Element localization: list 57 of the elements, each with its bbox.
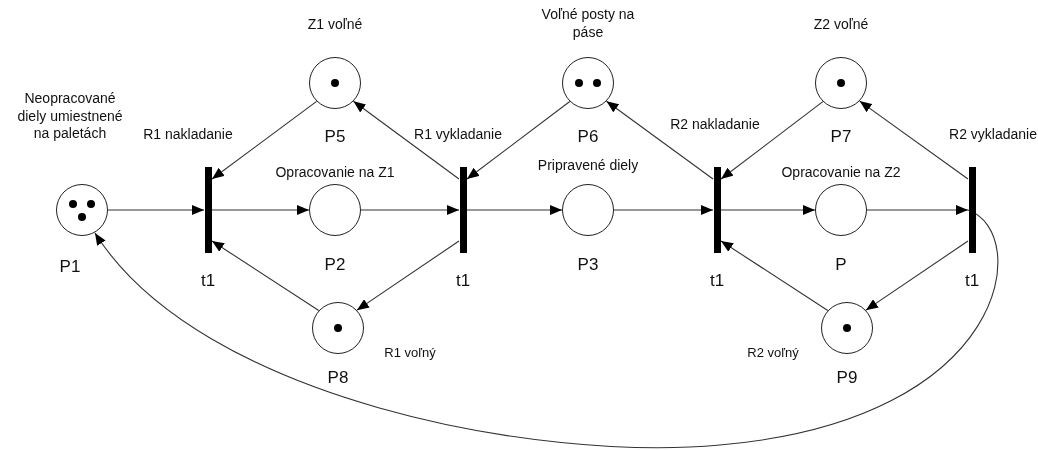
arrow (360, 205, 460, 215)
arrow (720, 101, 824, 180)
node-name: P1 (58, 256, 82, 278)
node-name: P7 (829, 126, 853, 148)
node-name: t1 (454, 270, 472, 292)
node-name: P8 (326, 367, 350, 389)
place-circle (309, 184, 361, 236)
arrow (211, 205, 310, 215)
node-name: P9 (835, 367, 859, 389)
transition-bar (204, 167, 212, 253)
node-name: t1 (199, 270, 217, 292)
arrow (720, 240, 829, 312)
place-circle (562, 184, 614, 236)
place-description: R1 voľný (383, 345, 437, 362)
place-description: Opracovanie na Z1 (274, 164, 396, 182)
place-description: Z1 voľné (306, 16, 364, 34)
node-name: P3 (576, 254, 600, 276)
transition-bar (968, 167, 976, 253)
arrow (466, 101, 571, 180)
arrow (606, 100, 714, 180)
place-description: Opracovanie na Z2 (780, 164, 902, 182)
arrow (466, 205, 563, 215)
place-circle (821, 302, 873, 354)
place-description: Voľné posty na páse (540, 6, 636, 41)
arrow (613, 205, 714, 215)
node-name: P (834, 254, 848, 276)
place-description: Pripravené diely (536, 157, 640, 175)
arrow (866, 205, 969, 215)
place-description: R1 vykladanie (413, 126, 503, 144)
node-name: t1 (963, 270, 981, 292)
place-description: Neopracované diely umiestnené na paletách (16, 90, 124, 143)
node-name: P6 (576, 126, 600, 148)
place-description: Z2 voľné (812, 16, 870, 34)
transition-bar (459, 167, 467, 253)
arrow (859, 100, 969, 180)
place-circle (562, 57, 614, 109)
node-name: P5 (323, 126, 347, 148)
arrow (356, 240, 460, 311)
node-name: t1 (708, 270, 726, 292)
place-description: R2 voľný (746, 345, 800, 362)
place-circle (312, 302, 364, 354)
arrow (720, 205, 816, 215)
arrow (107, 205, 205, 215)
arrow (865, 240, 969, 311)
arrow (211, 100, 318, 180)
arrow (352, 100, 460, 180)
arrow (211, 240, 320, 312)
place-circle (815, 57, 867, 109)
transition-bar (713, 167, 721, 253)
place-circle (815, 184, 867, 236)
arrow (94, 209, 998, 449)
place-description: R2 vykladanie (948, 126, 1038, 144)
place-description: R1 nakladanie (143, 126, 233, 144)
place-description: R2 nakladanie (669, 116, 761, 134)
place-circle (309, 57, 361, 109)
place-circle (56, 184, 108, 236)
node-name: P2 (323, 254, 347, 276)
